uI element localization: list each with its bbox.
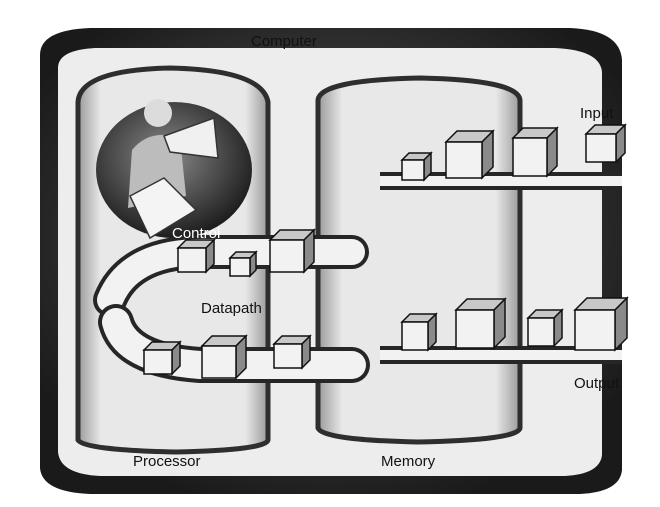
data-box-icon xyxy=(573,296,629,352)
data-box-icon xyxy=(400,312,438,352)
data-boxes xyxy=(142,123,629,380)
data-box-icon xyxy=(511,126,559,178)
input-bus-track xyxy=(380,176,622,186)
computer-label: Computer xyxy=(251,33,317,50)
data-box-icon xyxy=(400,151,433,182)
output-bus-track xyxy=(380,350,622,360)
data-box-icon xyxy=(200,334,248,380)
data-box-icon xyxy=(584,123,627,164)
input-label: Input xyxy=(580,105,614,122)
data-box-icon xyxy=(272,334,312,370)
data-box-icon xyxy=(268,228,316,274)
memory-label: Memory xyxy=(381,453,436,470)
person-with-megaphone-icon xyxy=(96,99,252,240)
control-label: Control xyxy=(172,225,221,242)
data-box-icon xyxy=(176,238,216,274)
data-box-icon xyxy=(526,308,564,348)
output-label: Output xyxy=(574,375,620,392)
data-box-icon xyxy=(454,297,507,350)
data-box-icon xyxy=(444,129,495,180)
data-box-icon xyxy=(228,250,258,278)
processor-label: Processor xyxy=(133,453,201,470)
datapath-label: Datapath xyxy=(201,300,262,317)
data-box-icon xyxy=(142,340,182,376)
